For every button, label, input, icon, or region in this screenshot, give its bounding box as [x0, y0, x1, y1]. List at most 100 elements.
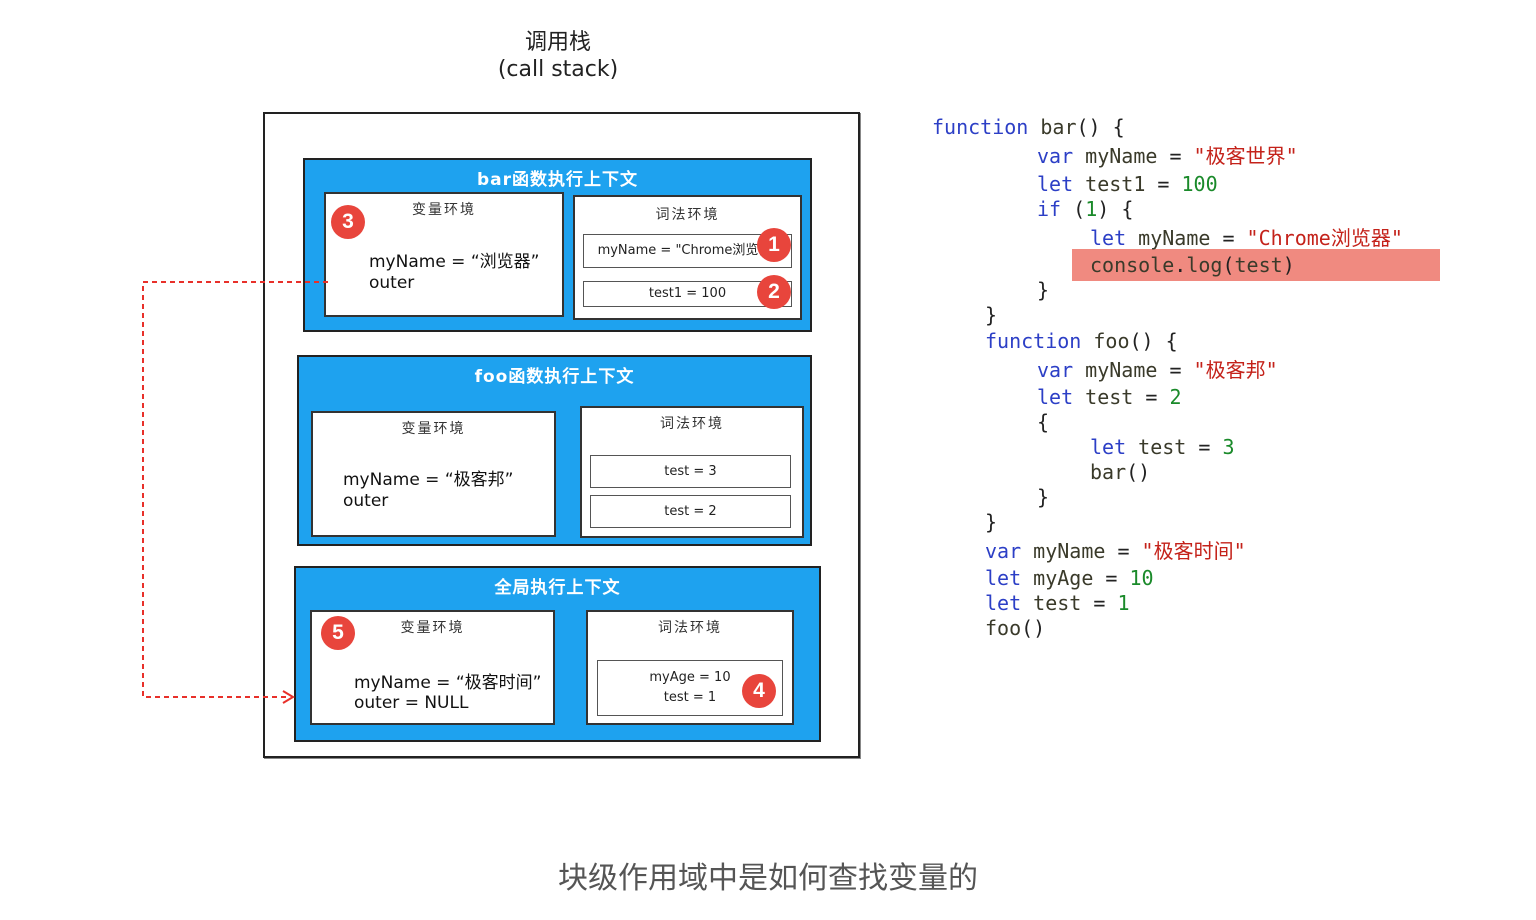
- code-token: let: [1037, 172, 1074, 196]
- code-token: bar: [1090, 460, 1127, 484]
- bar-var-env-title: 变量环境: [412, 202, 476, 218]
- stack-title-en: (call stack): [497, 57, 619, 82]
- code-token: =: [1145, 172, 1182, 196]
- global-lexical-environment: 词法环境 myAge = 10 test = 1: [586, 610, 794, 725]
- code-token: console: [1090, 253, 1175, 277]
- code-token: myName: [1021, 539, 1106, 563]
- bar-execution-context: bar函数执行上下文 变量环境 myName = “浏览器” outer 词法环…: [303, 158, 812, 332]
- code-line: let test = 2: [1037, 384, 1182, 410]
- code-token: ) {: [1097, 197, 1134, 221]
- code-token: test: [1126, 435, 1187, 459]
- code-token: let: [1090, 226, 1127, 250]
- bar-variable-environment: 变量环境 myName = “浏览器” outer: [324, 192, 564, 317]
- code-token: 1: [1085, 197, 1098, 221]
- code-line: function bar() {: [932, 114, 1125, 140]
- code-token: =: [1157, 358, 1194, 382]
- code-token: =: [1186, 435, 1223, 459]
- code-token: test1: [1073, 172, 1146, 196]
- current-line-highlight: [1072, 249, 1440, 281]
- foo-context-title: foo函数执行上下文: [474, 367, 635, 387]
- global-lex-env-title: 词法环境: [658, 620, 722, 636]
- bar-lex-env-title: 词法环境: [655, 207, 720, 223]
- code-token: 100: [1181, 172, 1218, 196]
- bar-lex-cell-test1: test1 = 100: [583, 281, 792, 307]
- code-token: var: [1037, 144, 1074, 168]
- global-var-env-title: 变量环境: [400, 620, 465, 636]
- global-var-myname: myName = “极客时间”: [354, 673, 542, 693]
- code-token: test: [1021, 591, 1082, 615]
- step-badge-5: 5: [321, 616, 355, 650]
- code-line: let myName = "Chrome浏览器": [1090, 225, 1403, 251]
- code-token: test: [1073, 385, 1134, 409]
- code-token: test: [1234, 253, 1283, 277]
- step-badge-4: 4: [742, 674, 776, 708]
- code-token: (): [1021, 616, 1046, 640]
- code-line: if (1) {: [1037, 196, 1133, 222]
- code-token: .: [1174, 253, 1187, 277]
- code-token: function: [932, 115, 1029, 139]
- code-token: (: [1061, 197, 1086, 221]
- global-context-title: 全局执行上下文: [494, 578, 621, 598]
- code-token: () {: [1129, 329, 1178, 353]
- code-token: 2: [1169, 385, 1182, 409]
- code-token: foo: [1081, 329, 1130, 353]
- code-line: }: [1037, 484, 1049, 510]
- code-token: }: [1037, 278, 1050, 302]
- code-line: }: [985, 509, 997, 535]
- code-line: let test1 = 100: [1037, 171, 1218, 197]
- code-line: var myName = "极客时间": [985, 538, 1246, 564]
- step-badge-2: 2: [757, 275, 791, 309]
- code-token: =: [1157, 144, 1194, 168]
- foo-var-outer: outer: [343, 491, 389, 511]
- code-token: {: [1037, 410, 1050, 434]
- code-token: let: [985, 566, 1022, 590]
- code-token: "极客世界": [1193, 144, 1298, 168]
- code-token: myName: [1126, 226, 1211, 250]
- foo-lex-cell-test3: test = 3: [590, 455, 791, 488]
- foo-lex-cell-test2: test = 2: [590, 495, 791, 528]
- code-token: =: [1093, 566, 1130, 590]
- code-token: function: [985, 329, 1082, 353]
- global-var-outer: outer = NULL: [354, 693, 469, 713]
- step-badge-3: 3: [331, 205, 365, 239]
- global-variable-environment: 变量环境 myName = “极客时间” outer = NULL: [310, 610, 555, 725]
- global-execution-context: 全局执行上下文 变量环境 myName = “极客时间” outer = NUL…: [294, 566, 821, 742]
- code-line: console.log(test): [1090, 252, 1295, 278]
- code-token: foo: [985, 616, 1022, 640]
- code-token: =: [1081, 591, 1118, 615]
- code-token: myName: [1073, 358, 1158, 382]
- foo-lex-env-title: 词法环境: [660, 416, 724, 432]
- code-token: "极客时间": [1141, 539, 1246, 563]
- code-line: function foo() {: [985, 328, 1178, 354]
- code-token: }: [985, 510, 998, 534]
- code-token: (: [1222, 253, 1235, 277]
- code-line: var myName = "极客世界": [1037, 143, 1298, 169]
- code-token: }: [985, 303, 998, 327]
- code-token: let: [1037, 385, 1074, 409]
- global-lex-myage: myAge = 10: [649, 670, 731, 685]
- bar-var-myname: myName = “浏览器”: [369, 252, 540, 272]
- code-token: ): [1282, 253, 1295, 277]
- foo-execution-context: foo函数执行上下文 变量环境 myName = “极客邦” outer 词法环…: [297, 355, 812, 546]
- code-token: "极客邦": [1193, 358, 1278, 382]
- code-line: {: [1037, 409, 1049, 435]
- code-line: bar(): [1090, 459, 1150, 485]
- code-token: let: [985, 591, 1022, 615]
- global-lex-test: test = 1: [663, 690, 717, 705]
- code-token: }: [1037, 485, 1050, 509]
- code-token: 10: [1129, 566, 1154, 590]
- code-token: var: [1037, 358, 1074, 382]
- code-token: myAge: [1021, 566, 1094, 590]
- code-token: "Chrome浏览器": [1246, 226, 1403, 250]
- code-token: log: [1186, 253, 1223, 277]
- code-token: if: [1037, 197, 1062, 221]
- code-token: let: [1090, 435, 1127, 459]
- code-token: bar: [1028, 115, 1077, 139]
- code-token: 1: [1117, 591, 1130, 615]
- code-line: let test = 1: [985, 590, 1130, 616]
- code-line: let myAge = 10: [985, 565, 1154, 591]
- code-token: (): [1126, 460, 1151, 484]
- figure-caption: 块级作用域中是如何查找变量的: [558, 861, 978, 896]
- foo-var-env-title: 变量环境: [401, 421, 466, 437]
- code-line: var myName = "极客邦": [1037, 357, 1278, 383]
